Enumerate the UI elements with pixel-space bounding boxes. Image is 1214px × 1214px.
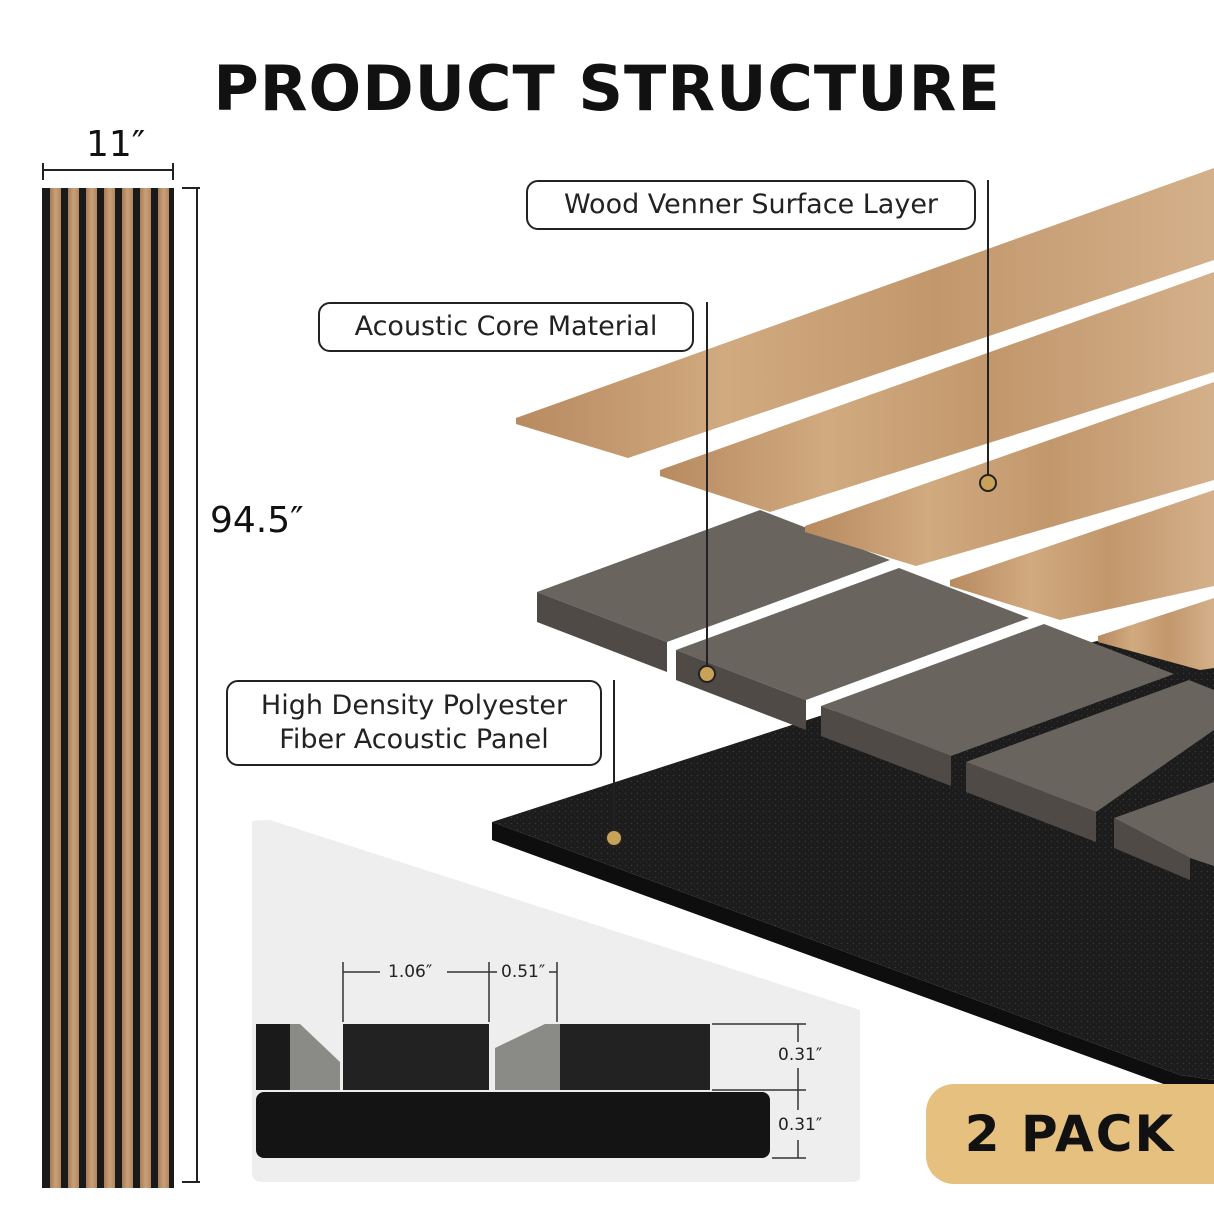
veneer-strip xyxy=(660,272,1214,512)
core-slat xyxy=(821,624,1174,786)
core-slats-layer xyxy=(537,510,1214,880)
markers xyxy=(605,474,997,847)
front-slat xyxy=(140,188,151,1188)
page-title: PRODUCT STRUCTURE xyxy=(213,52,1001,125)
front-slat xyxy=(86,188,97,1188)
veneer-strips-layer xyxy=(516,168,1214,670)
leader-lines xyxy=(613,180,989,836)
felt-panel-layer xyxy=(492,612,1214,1092)
panel-thickness-label: 0.31″ xyxy=(778,1115,823,1135)
height-bracket xyxy=(182,187,200,1183)
acoustic-panel-label: High Density Polyester Fiber Acoustic Pa… xyxy=(226,680,602,766)
slat-thickness-label: 0.31″ xyxy=(778,1045,823,1065)
section-core-slat xyxy=(343,1024,489,1090)
front-slat xyxy=(68,188,79,1188)
gap-width-label: 0.51″ xyxy=(501,962,546,982)
veneer-strip xyxy=(950,490,1214,620)
acoustic-panel-text-line1: High Density Polyester xyxy=(260,690,568,722)
surface-marker-icon xyxy=(979,474,997,492)
front-slats xyxy=(50,188,169,1188)
front-slat xyxy=(104,188,115,1188)
slat-width-label: 1.06″ xyxy=(388,962,433,982)
front-slat xyxy=(50,188,61,1188)
section-felt-base xyxy=(256,1092,770,1158)
front-view-panel xyxy=(42,188,174,1188)
core-material-text: Acoustic Core Material xyxy=(354,311,658,343)
core-slat xyxy=(537,510,890,672)
surface-layer-text: Wood Venner Surface Layer xyxy=(563,189,939,221)
veneer-strip xyxy=(516,168,1214,458)
core-material-label: Acoustic Core Material xyxy=(318,302,694,352)
width-bracket xyxy=(42,163,174,180)
core-slat xyxy=(1114,782,1214,880)
acoustic-panel-text-line2: Fiber Acoustic Panel xyxy=(279,724,549,755)
core-slat xyxy=(966,680,1214,842)
panel-marker-icon xyxy=(605,829,623,847)
pack-count-badge: 2 PACK xyxy=(926,1084,1214,1184)
veneer-strip xyxy=(805,382,1214,566)
cross-section-detail xyxy=(252,820,860,1182)
height-dimension-label: 94.5″ xyxy=(210,500,304,541)
veneer-strip xyxy=(1098,598,1214,670)
section-core-slat xyxy=(560,1024,710,1090)
pack-count-text: 2 PACK xyxy=(964,1105,1176,1163)
front-slat xyxy=(158,188,169,1188)
front-slat xyxy=(122,188,133,1188)
width-dimension-label: 11″ xyxy=(86,124,146,165)
section-veneer-edge xyxy=(495,1024,560,1090)
surface-layer-label: Wood Venner Surface Layer xyxy=(526,180,976,230)
core-marker-icon xyxy=(698,665,716,683)
